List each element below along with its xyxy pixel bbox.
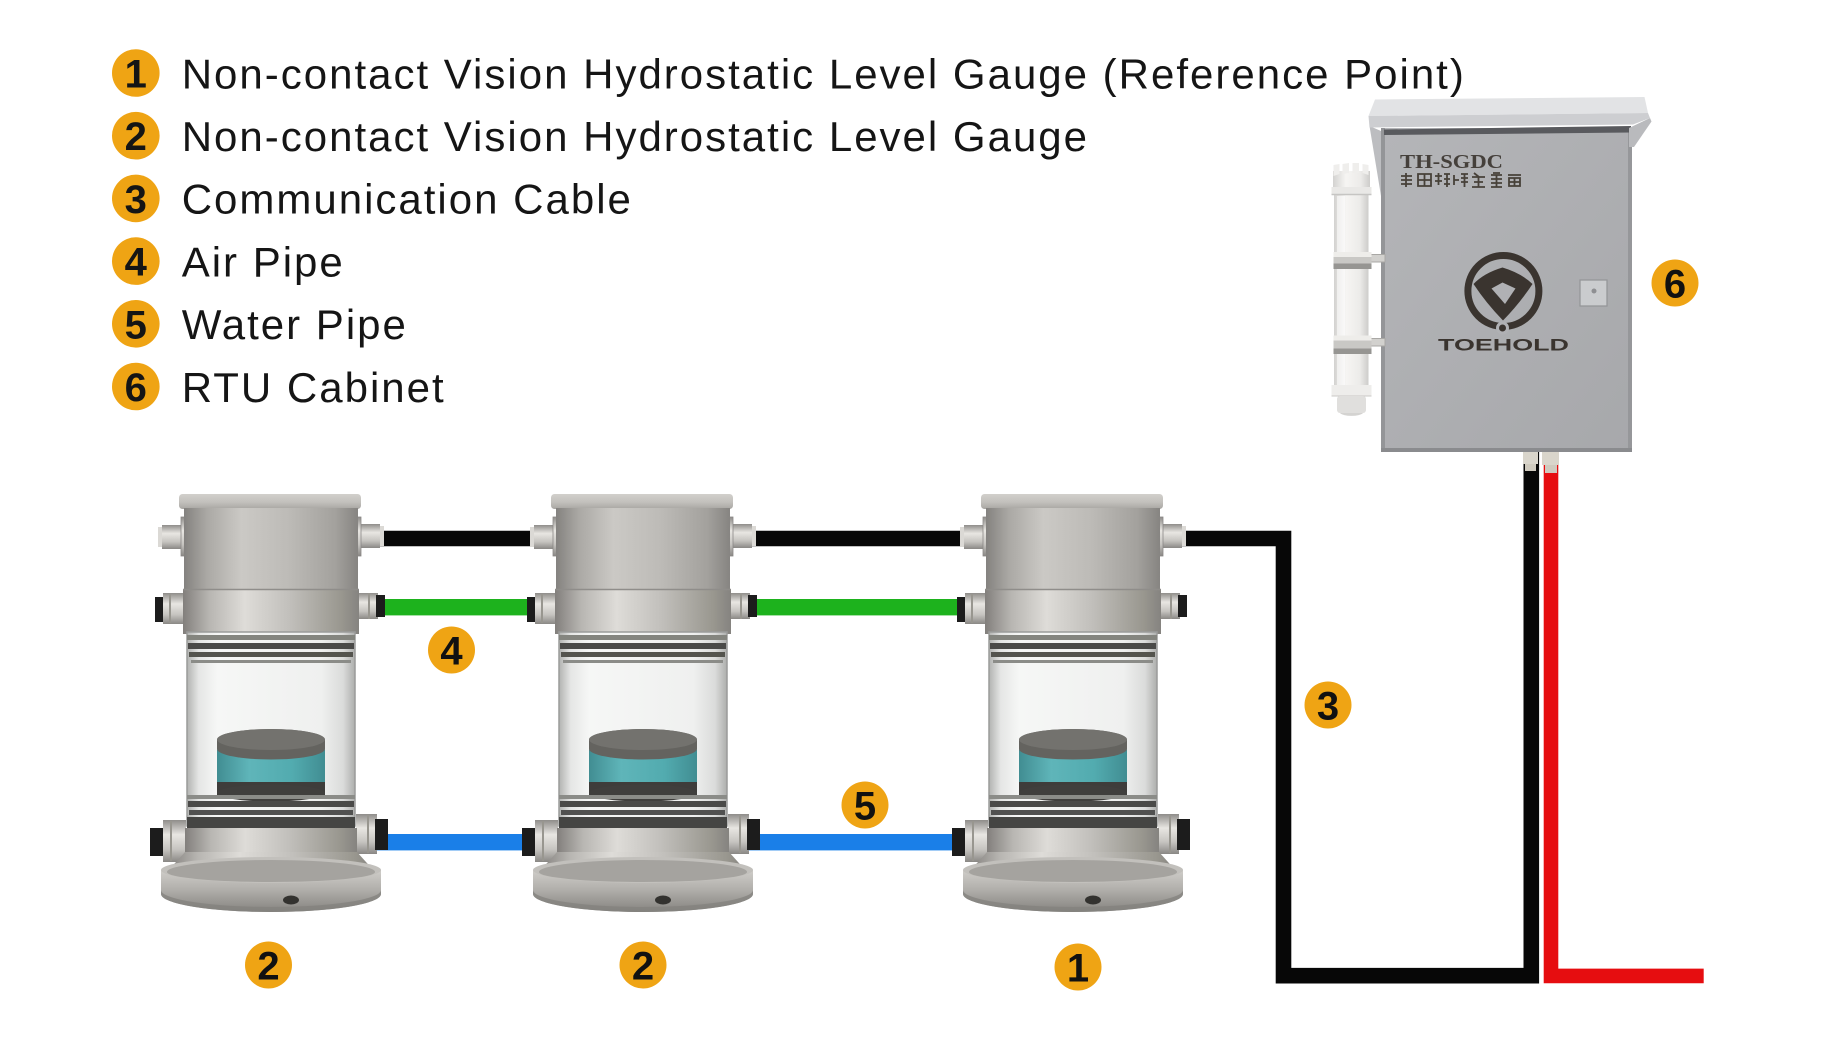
svg-text:4: 4 bbox=[440, 630, 463, 674]
svg-text:Communication Cable: Communication Cable bbox=[182, 176, 633, 223]
svg-text:Non-contact Vision Hydrostatic: Non-contact Vision Hydrostatic Level Gau… bbox=[182, 50, 1466, 97]
svg-text:5: 5 bbox=[125, 303, 147, 347]
svg-text:3: 3 bbox=[1317, 685, 1339, 729]
svg-text:Air Pipe: Air Pipe bbox=[182, 238, 345, 285]
svg-text:5: 5 bbox=[854, 785, 876, 829]
svg-text:6: 6 bbox=[125, 366, 147, 410]
svg-text:RTU Cabinet: RTU Cabinet bbox=[182, 364, 446, 411]
svg-text:6: 6 bbox=[1664, 263, 1686, 307]
svg-text:TOEHOLD: TOEHOLD bbox=[1438, 336, 1569, 355]
svg-text:Non-contact Vision Hydrostatic: Non-contact Vision Hydrostatic Level Gau… bbox=[182, 113, 1089, 160]
svg-text:3: 3 bbox=[125, 178, 147, 222]
svg-text:4: 4 bbox=[125, 241, 148, 285]
svg-text:Water Pipe: Water Pipe bbox=[182, 301, 408, 348]
svg-text:2: 2 bbox=[125, 115, 147, 159]
svg-text:2: 2 bbox=[257, 945, 279, 989]
svg-text:2: 2 bbox=[632, 945, 654, 989]
svg-text:TH-SGDC: TH-SGDC bbox=[1400, 151, 1503, 173]
svg-text:1: 1 bbox=[1067, 947, 1089, 991]
svg-text:1: 1 bbox=[125, 53, 147, 97]
